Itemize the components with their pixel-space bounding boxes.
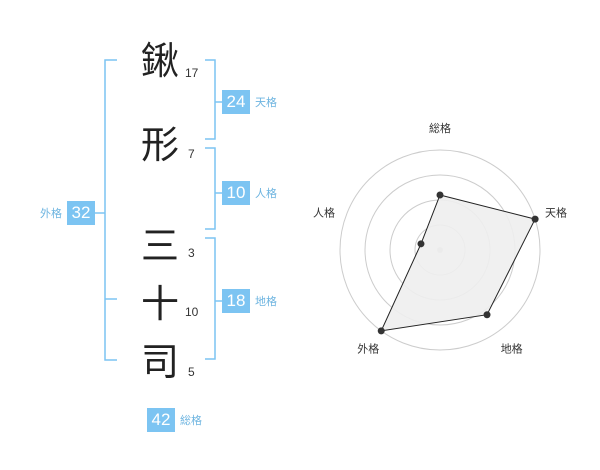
chikaku-label: 地格 — [255, 295, 277, 308]
name-char-1: 鍬 — [140, 39, 179, 83]
name-char-5: 司 — [140, 340, 179, 384]
radar-point-1 — [531, 215, 539, 223]
soukaku-value: 42 — [147, 408, 175, 432]
radar-point-0 — [436, 191, 444, 199]
gaikaku-bracket — [104, 59, 117, 361]
stroke-count-4: 10 — [185, 305, 199, 319]
jinkaku-label: 人格 — [255, 187, 277, 200]
stroke-count-1: 17 — [185, 66, 199, 80]
radar-point-2 — [483, 311, 491, 319]
radar-point-3 — [377, 327, 385, 335]
chikaku-value: 18 — [222, 289, 250, 313]
tenkaku-value: 24 — [222, 90, 250, 114]
radar-axis-label-1: 天格 — [545, 205, 567, 219]
stroke-count-5: 5 — [188, 365, 195, 379]
gaikaku-label: 外格 — [40, 207, 62, 220]
tenkaku-bracket — [205, 59, 216, 140]
jinkaku-badge: 10 人格 — [222, 181, 277, 205]
soukaku-label: 総格 — [180, 414, 202, 427]
radar-axis-label-0: 総格 — [429, 121, 451, 135]
chikaku-bracket — [205, 237, 216, 360]
chikaku-badge: 18 地格 — [222, 289, 277, 313]
radar-axis-label-3: 外格 — [357, 342, 379, 356]
stroke-count-2: 7 — [188, 147, 195, 161]
soukaku-badge: 42 総格 — [147, 408, 202, 432]
jinkaku-value: 10 — [222, 181, 250, 205]
tenkaku-badge: 24 天格 — [222, 90, 277, 114]
jinkaku-bracket — [205, 147, 216, 230]
stroke-count-3: 3 — [188, 246, 195, 260]
name-char-2: 形 — [140, 123, 179, 167]
gaikaku-value: 32 — [67, 201, 95, 225]
radar-ring-4 — [339, 149, 541, 351]
tenkaku-label: 天格 — [255, 96, 277, 109]
radar-axis-label-4: 人格 — [313, 205, 335, 219]
radar-point-4 — [417, 240, 425, 248]
name-char-3: 三 — [140, 224, 179, 268]
radar-area — [380, 194, 536, 332]
radar-axis-label-2: 地格 — [501, 342, 523, 356]
name-char-4: 十 — [140, 282, 179, 326]
gaikaku-badge: 外格 32 — [40, 201, 95, 225]
radar-points — [377, 191, 539, 335]
